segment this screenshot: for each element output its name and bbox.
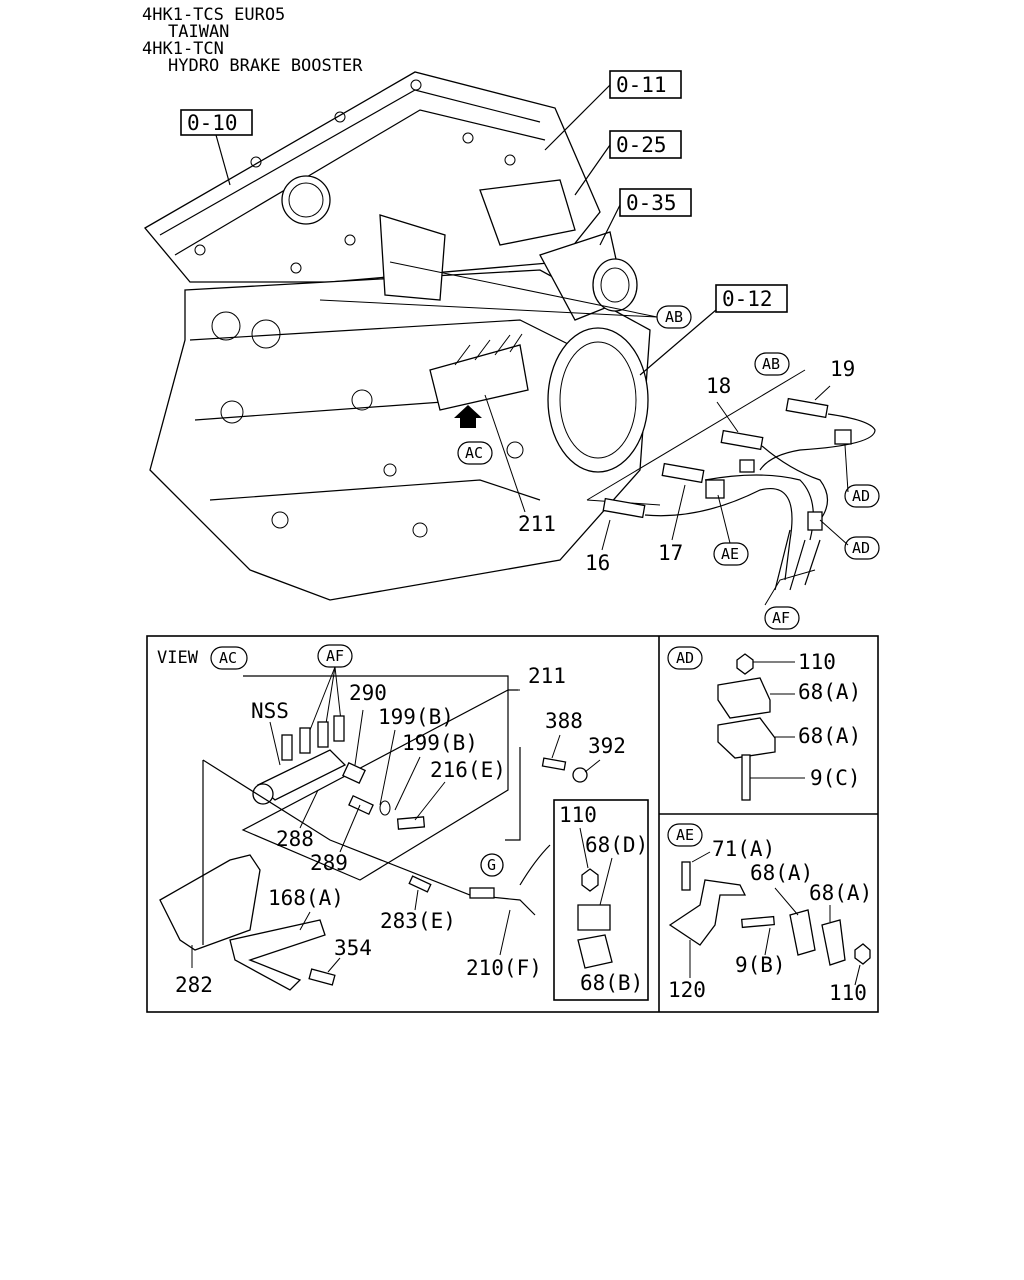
view-af-callout: AF (326, 647, 344, 665)
va-283e: 283(E) (380, 909, 456, 933)
va-210f: 210(F) (466, 956, 542, 980)
view-ac-callout: AC (219, 649, 237, 667)
view-ac-panel: VIEW AC AF 211 NSS 290 199(B) 199(B) 216… (157, 644, 649, 1001)
va-388: 388 (545, 709, 583, 733)
harness-assembly: AB 18 19 16 17 AD AD AE (585, 352, 880, 630)
va-290: 290 (349, 681, 387, 705)
va-289: 289 (310, 851, 348, 875)
callout-ad-2: AD (852, 539, 870, 557)
callout-ae-main: AE (721, 545, 739, 563)
view-title: VIEW (157, 648, 199, 668)
ref-0-10: 0-10 (187, 111, 238, 135)
label-16: 16 (585, 551, 610, 575)
ad-callout: AD (676, 649, 694, 667)
ae-68a-1: 68(A) (750, 861, 813, 885)
inset-68b: 68(B) (580, 971, 643, 995)
header-line-4: HYDRO BRAKE BOOSTER (168, 56, 363, 76)
engine-block-illustration (144, 71, 651, 601)
callout-ab-main: AB (319, 261, 692, 329)
ad-68a-2: 68(A) (798, 724, 861, 748)
va-199b-1: 199(B) (378, 705, 454, 729)
ref-0-11: 0-11 (616, 73, 667, 97)
header-line-2: TAIWAN (168, 22, 229, 42)
inset-110: 110 (559, 803, 597, 827)
va-216e: 216(E) (430, 758, 506, 782)
detail-frame (146, 635, 879, 1013)
va-211: 211 (528, 664, 566, 688)
inset-68d: 68(D) (585, 833, 648, 857)
ref-0-35: 0-35 (626, 191, 677, 215)
ae-9b: 9(B) (735, 953, 786, 977)
va-168a: 168(A) (268, 886, 344, 910)
label-211-main: 211 (518, 512, 556, 536)
svg-text:AB: AB (665, 308, 683, 326)
view-ae-panel: AE 71(A) 68(A) 68(A) 9(B) 120 110 (667, 823, 872, 1005)
label-17: 17 (658, 541, 683, 565)
header-line-3: 4HK1-TCN (142, 39, 224, 59)
ref-0-12: 0-12 (722, 287, 773, 311)
ae-71a: 71(A) (712, 837, 775, 861)
ae-120: 120 (668, 978, 706, 1002)
callout-ac-main: AC (457, 441, 493, 465)
ae-callout: AE (676, 826, 694, 844)
va-282: 282 (175, 973, 213, 997)
ref-0-25: 0-25 (616, 133, 667, 157)
header-line-1: 4HK1-TCS EURO5 (142, 5, 285, 25)
section-refs: 0-10 0-11 0-25 0-35 0-12 (180, 70, 788, 376)
ad-110: 110 (798, 650, 836, 674)
callout-ab-harness: AB (762, 355, 780, 373)
va-354: 354 (334, 936, 372, 960)
callout-af-main: AF (772, 609, 790, 627)
label-19: 19 (830, 357, 855, 381)
va-288: 288 (276, 827, 314, 851)
callout-ad-1: AD (852, 487, 870, 505)
ae-110: 110 (829, 981, 867, 1005)
callout-g: G (487, 856, 496, 874)
ad-9c: 9(C) (810, 766, 861, 790)
label-18: 18 (706, 374, 731, 398)
ae-68a-2: 68(A) (809, 881, 872, 905)
view-ad-panel: AD 110 68(A) 68(A) 9(C) (667, 646, 861, 801)
svg-text:AC: AC (465, 444, 483, 462)
ad-68a-1: 68(A) (798, 680, 861, 704)
header: 4HK1-TCS EURO5 TAIWAN 4HK1-TCN HYDRO BRA… (142, 5, 363, 76)
va-392: 392 (588, 734, 626, 758)
va-nss: NSS (251, 699, 289, 723)
va-199b-2: 199(B) (402, 731, 478, 755)
